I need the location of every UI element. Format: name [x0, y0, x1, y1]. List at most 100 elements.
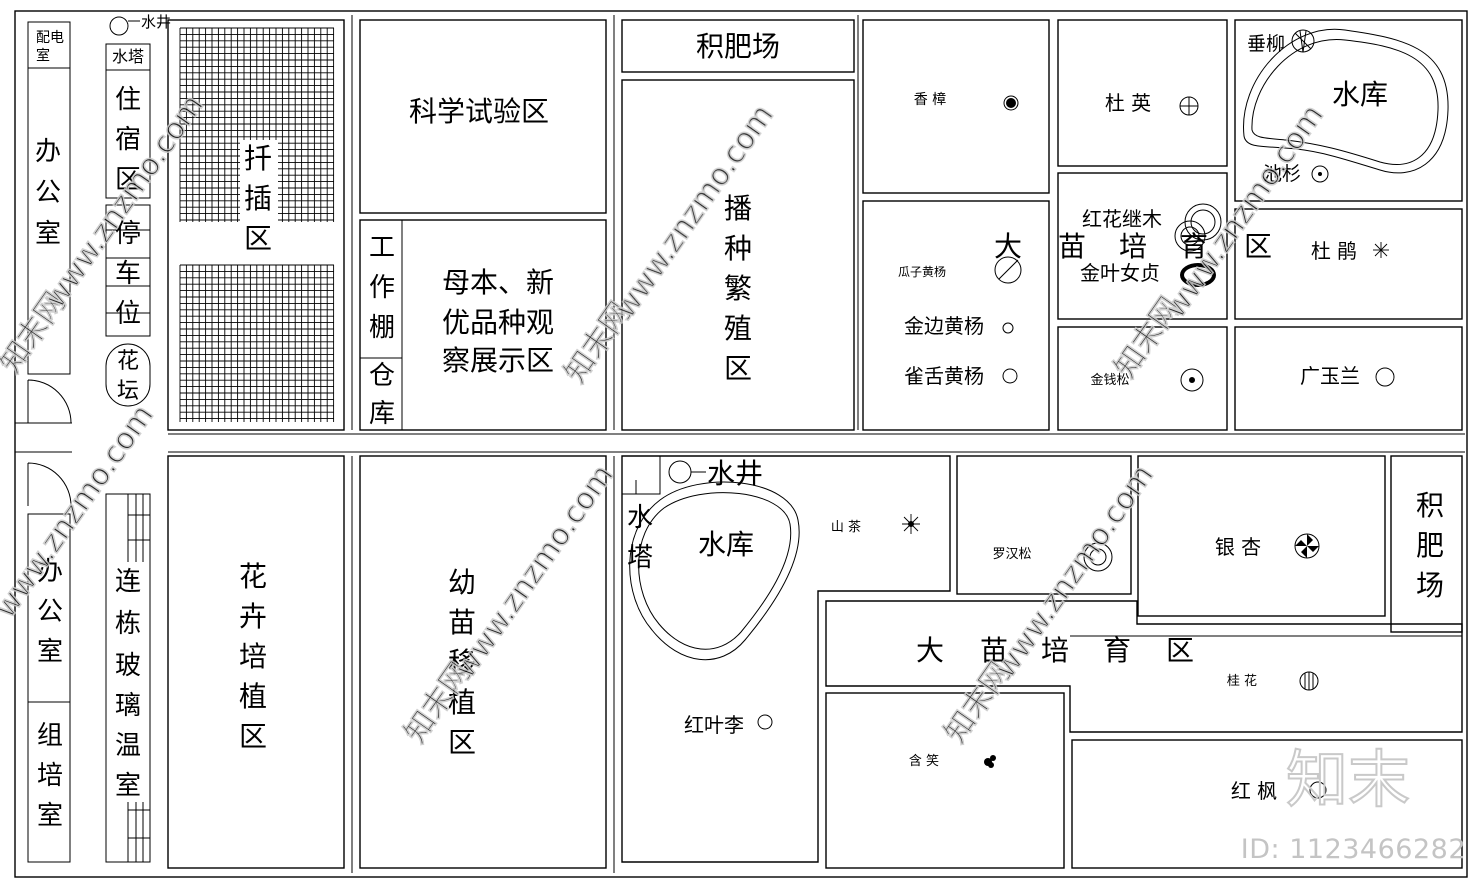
tree-icon-hongyeli [757, 714, 773, 730]
chishan-label: 池杉 [1263, 163, 1301, 185]
compost-2-char-3: 场 [1416, 569, 1444, 602]
gh-char-5: 温 [115, 731, 141, 761]
big-seedling-lower-char-4: 育 [1103, 634, 1131, 667]
tissue-culture-room [27, 701, 71, 863]
big-seedling-lower-char-1: 大 [916, 634, 944, 667]
cutting-char-1: 扦 [244, 142, 272, 175]
workshed-char-2: 作 [369, 273, 395, 303]
cutting-area-border [167, 19, 345, 431]
big-seedling-lower-char-5: 区 [1166, 634, 1194, 667]
chuiliu-label: 垂柳 [1247, 33, 1285, 55]
compost-2 [1390, 455, 1463, 633]
flower-char-3: 培 [239, 640, 267, 673]
jinbianhuangyang-label: 金边黄杨 [904, 314, 984, 338]
watermark-11: www.znzmo.com [1158, 98, 1331, 324]
hanxiao-label: 含 笑 [909, 753, 939, 769]
sowing-block: 积肥场 播 种 繁 殖 区 [621, 19, 855, 431]
dormitory [105, 69, 151, 199]
reservoir-1-outline [1243, 28, 1449, 174]
tree-icon-xiangzhang [1003, 95, 1019, 111]
gh-char-1: 连 [115, 567, 141, 597]
tree-icon-chishan [1311, 165, 1329, 183]
big-seedling-upper-char-3: 培 [1119, 230, 1147, 263]
watermark-7: www.znzmo.com [608, 98, 781, 324]
tree-icon-hongfeng [1309, 781, 1327, 799]
flower-char-4: 植 [239, 680, 267, 713]
parking-char-2: 车 [115, 259, 141, 289]
flowerbed-char-2: 坛 [117, 379, 139, 404]
jinyenvzhen-label: 金叶女贞 [1080, 261, 1160, 285]
water-tower-1-label: 水塔 [112, 47, 144, 66]
flower-char-2: 卉 [239, 600, 267, 633]
tree-icon-guazi [994, 256, 1022, 284]
dorm-char-2: 宿 [115, 125, 141, 155]
hongfeng-label: 红 枫 [1231, 779, 1277, 803]
dujuan-label: 杜 鹃 [1311, 239, 1357, 263]
sowing-char-2: 种 [724, 232, 752, 265]
flower-char-5: 区 [239, 720, 267, 753]
reservoir-2-block: 水井 水 塔 水库 山 茶 红叶李 [621, 455, 951, 863]
plot-dujuan [1234, 208, 1463, 320]
flower-bed [105, 343, 151, 407]
office-2-char-3: 室 [37, 637, 63, 667]
upper-right-plots: 香 樟 瓜子黄杨 金边黄杨 雀舌黄杨 杜 英 红花继木 金叶女贞 金钱松 [862, 19, 1463, 431]
tree-icon-guihua [1299, 671, 1319, 691]
transplant-char-2: 苗 [448, 606, 476, 639]
site-boundary [14, 10, 1468, 878]
tree-icon-guangyulan [1375, 367, 1395, 387]
sowing-area [621, 79, 855, 431]
transplant-char-4: 植 [448, 686, 476, 719]
parking [105, 204, 151, 337]
well-icon-2 [668, 460, 692, 484]
compost-2-char-1: 积 [1416, 489, 1444, 522]
gh-char-4: 璃 [115, 691, 141, 721]
cutting-area: 扦 插 区 [167, 19, 345, 431]
science-block: 科学试验区 工 作 棚 仓 库 母本、新 优品种观 察展示区 [359, 19, 607, 431]
mother-display-line-1: 母本、新 [442, 266, 554, 299]
dorm-char-3: 区 [115, 165, 141, 195]
well-icon-top [109, 16, 129, 36]
flower-char-1: 花 [239, 560, 267, 593]
office-1 [27, 67, 71, 375]
lower-left-plots: 花 卉 培 植 区 幼 苗 移 植 区 [167, 455, 607, 869]
plot-hongjimu [1057, 172, 1228, 320]
plot-yinxing [1137, 455, 1386, 617]
shrub-icon-hanxiao [984, 755, 996, 768]
plot-xiangzhang [862, 19, 1050, 194]
tissue-char-3: 室 [37, 801, 63, 831]
jinqiansong-label: 金钱松 [1090, 372, 1129, 388]
gh-char-3: 玻 [115, 651, 141, 681]
plot-guangyulan [1234, 326, 1463, 431]
sowing-char-4: 殖 [724, 312, 752, 345]
dorm-char-1: 住 [115, 85, 141, 115]
shrub-icon-queshe [1002, 368, 1018, 384]
plot-duying [1057, 19, 1228, 167]
tissue-char-2: 培 [37, 761, 63, 791]
science-area-label: 科学试验区 [409, 95, 549, 128]
seedling-transplant [359, 455, 607, 869]
xiangzhang-label: 香 樟 [914, 91, 946, 108]
watermark-9: www.znzmo.com [988, 458, 1161, 684]
roads [15, 15, 1465, 873]
plot-hanxiao [825, 692, 1065, 869]
guazihuangyang-label: 瓜子黄杨 [898, 264, 946, 279]
shrub-icon-jinbian [1002, 322, 1014, 334]
shrub-icon-dujuan [1373, 242, 1389, 258]
parking-char-1: 停 [115, 219, 141, 249]
power-room-label-1: 配电 [36, 30, 64, 46]
reservoir-2-label: 水库 [698, 528, 754, 561]
door-arc-1 [27, 379, 72, 424]
well-1-label: 水井 [141, 13, 171, 31]
reservoir-1-inner [1251, 39, 1439, 165]
shancha-label: 山 茶 [831, 519, 861, 535]
plot-hongfeng [1071, 739, 1463, 869]
plot-big-seedling-lower [825, 600, 1463, 733]
water-tower-2-box [621, 455, 661, 495]
luohansong-label: 罗汉松 [992, 547, 1031, 562]
plot-boxwood [862, 200, 1050, 431]
plot-reservoir-2 [621, 455, 951, 863]
reservoir-1-label: 水库 [1332, 78, 1388, 111]
gh-char-6: 室 [115, 771, 141, 801]
power-room-label-2: 室 [36, 47, 50, 64]
